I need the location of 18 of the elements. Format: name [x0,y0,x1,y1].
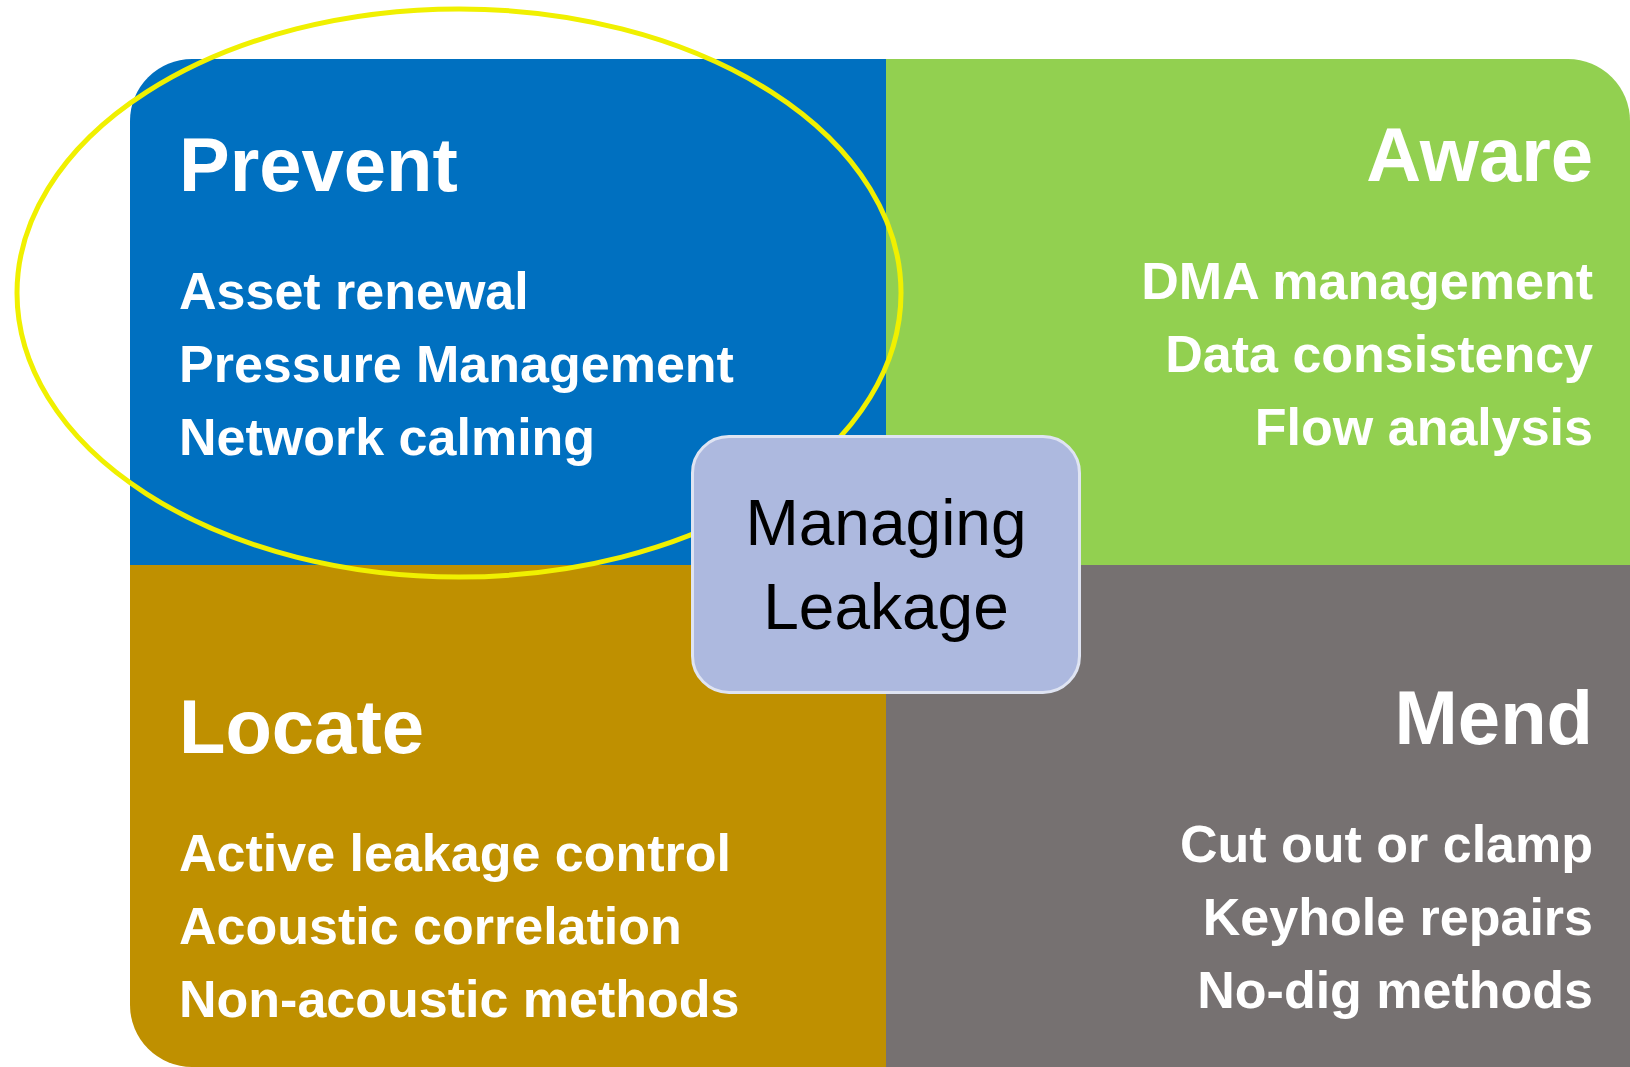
list-item: Data consistency [1165,324,1593,385]
center-box [691,435,1081,694]
list-item: Keyhole repairs [1202,887,1593,948]
list-item: Active leakage control [179,823,731,884]
list-item: Network calming [179,407,596,468]
quadrant-heading: Aware [1366,117,1593,193]
list-item: Non-acoustic methods [179,969,740,1030]
list-item: DMA management [1141,251,1593,312]
list-item: Flow analysis [1254,397,1593,458]
list-item: Cut out or clamp [1179,814,1593,875]
quadrant-heading: Locate [179,689,424,765]
center-title: Managing Leakage [744,485,1028,645]
quadrant-heading: Prevent [179,127,458,203]
list-item: Acoustic correlation [179,896,682,957]
quadrant-heading: Mend [1394,680,1593,756]
list-item: Asset renewal [179,261,529,322]
list-item: No-dig methods [1197,960,1593,1021]
list-item: Pressure Management [179,334,734,395]
